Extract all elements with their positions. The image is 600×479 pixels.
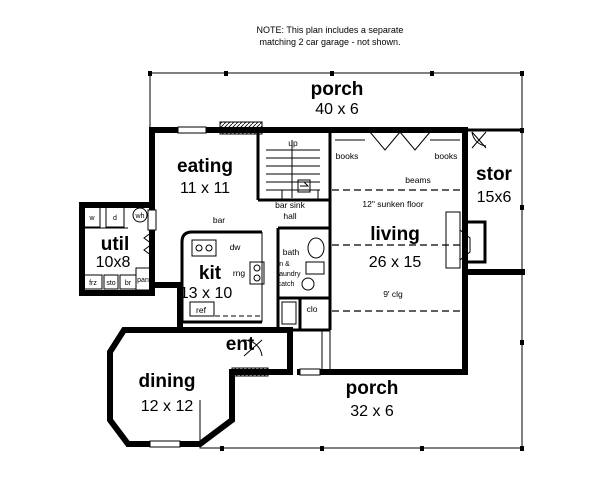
porch-top-name: porch (311, 79, 364, 100)
pantry-label: pan (137, 277, 149, 284)
dishwasher-label: dw (230, 242, 242, 252)
bar-label: bar (213, 215, 225, 225)
dryer-label: d (113, 215, 117, 222)
kitchen-fixtures (189, 239, 265, 317)
bath-fixtures (281, 237, 325, 325)
eating-dims: 11 x 11 (180, 180, 230, 197)
bottom-porch-outline (199, 272, 524, 451)
books-left-label: books (336, 151, 359, 161)
catch-label: catch (278, 281, 295, 288)
util-dims: 10x8 (96, 254, 131, 271)
porch-bottom-name: porch (346, 378, 399, 399)
util-name: util (101, 234, 130, 255)
entry-step-hatch (231, 367, 269, 377)
stair-up-label: up (288, 138, 298, 148)
kit-name: kit (199, 263, 222, 284)
dining-name: dining (139, 371, 196, 392)
refrigerator-label: ref (196, 305, 207, 315)
closet-label: clo (307, 304, 318, 314)
chimney-hatch (219, 121, 263, 135)
porch-top-dims: 40 x 6 (315, 101, 359, 118)
living-name: living (370, 224, 420, 245)
eating-name: eating (177, 156, 233, 177)
windows (147, 126, 321, 376)
linen-label: lin & (276, 261, 290, 268)
washer-label: w (88, 215, 95, 222)
fireplace (445, 211, 487, 269)
water-heater-label: wh (135, 213, 145, 220)
bar-sink-label: bar sink (275, 200, 306, 210)
laundry-label: laundry (278, 271, 301, 278)
interior-walls (180, 130, 332, 372)
kit-dims: 13 x 10 (180, 285, 233, 302)
dining-dims: 12 x 12 (141, 398, 194, 415)
storage-label: sto (106, 280, 115, 287)
porch-bottom-dims: 32 x 6 (350, 403, 394, 420)
freezer-label: frz (89, 280, 97, 287)
books-right-label: books (435, 151, 458, 161)
sunken-floor-label: 12" sunken floor (362, 199, 423, 209)
utility-room-walls (79, 202, 155, 296)
dining-room-walls (107, 327, 235, 448)
ent-name: ent (226, 334, 255, 355)
living-dims: 26 x 15 (369, 254, 422, 271)
broom-label: br (125, 280, 132, 287)
range-label: rng (233, 268, 246, 278)
hall-label: hall (283, 211, 296, 221)
beams-label: beams (405, 175, 431, 185)
plan-note-line-1: NOTE: This plan includes a separate (257, 25, 404, 35)
ceiling-height-label: 9' clg (383, 289, 403, 299)
bookcase-doors (335, 131, 460, 151)
plan-note-line-2: matching 2 car garage - not shown. (259, 37, 400, 47)
stor-name: stor (476, 164, 513, 185)
storage-room-walls (462, 128, 525, 275)
bath-label: bath (283, 247, 300, 257)
stor-dims: 15x6 (477, 189, 512, 206)
